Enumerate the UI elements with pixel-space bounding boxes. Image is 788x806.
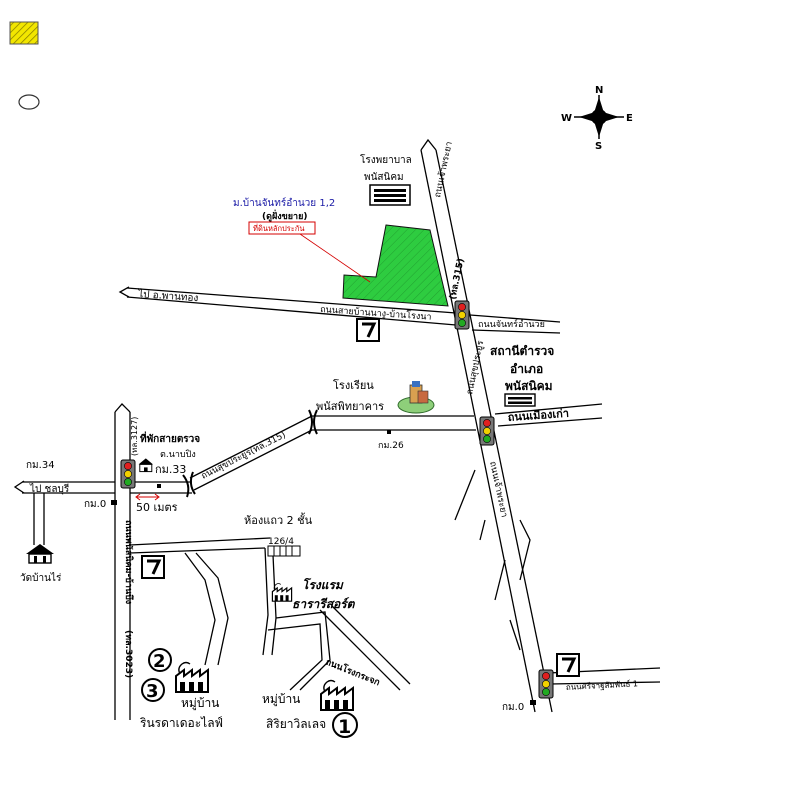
- arrow-top-315: [420, 138, 437, 151]
- village-plot-title: ม.บ้านจันทร์อำนวย 1,2: [233, 197, 335, 209]
- road-3023-label: (ทล.3023): [123, 630, 133, 678]
- house-number-label: 126/4: [268, 537, 294, 547]
- bridge-mark-left: [182, 471, 196, 498]
- compass-e: E: [626, 113, 633, 124]
- row-house-icon: [267, 545, 301, 557]
- hospital-label-2: พนัสนิคม: [364, 172, 404, 183]
- school-icon: [397, 381, 435, 414]
- road-3127-label: (ทล.3127): [130, 417, 139, 456]
- to-phan-thong-label: ไป อ.พานทอง: [137, 288, 199, 304]
- collateral-land-plot: [342, 224, 449, 307]
- collateral-tag: ที่ดินหลักประกัน: [253, 223, 305, 233]
- to-chonburi-label: ไป ชลบุรี: [29, 483, 70, 495]
- compass-n: N: [595, 85, 603, 96]
- village-right-label-1: หมู่บ้าน: [262, 692, 300, 707]
- km26-label: กม.26: [378, 441, 404, 451]
- km0-left-label: กม.0: [84, 499, 106, 510]
- road-chan-amnuay-label: ถนนจันทร์อำนวย: [478, 318, 545, 330]
- legend-hatch-swatch: [9, 21, 39, 45]
- road-srijarat-label: ถนนศรีจาฐสัมพันธ์ 1: [566, 678, 639, 692]
- police-station-icon: [504, 393, 536, 407]
- legend-circle-swatch: [18, 94, 40, 110]
- roads: [22, 149, 661, 720]
- road-old-city-label: ถนนเมืองเก่า: [507, 407, 569, 424]
- number-3-circle: [141, 678, 165, 702]
- village-right-icon: [320, 679, 354, 711]
- hotel-label-2: ธารารีสอร์ต: [292, 597, 356, 611]
- compass-s: S: [595, 141, 602, 152]
- fifty-m-label: 50 เมตร: [136, 501, 178, 514]
- km0-right-label: กม.0: [502, 702, 524, 713]
- road-315-label: (ทล.315): [448, 258, 466, 301]
- row-house-label: ห้องแถว 2 ชั้น: [244, 512, 313, 527]
- checkpoint-label-2: ต.นาบปิง: [160, 449, 196, 460]
- fifty-m-arrowheads: [135, 493, 160, 501]
- police-label-1: สถานีตำรวจ: [490, 344, 554, 358]
- checkpoint-icon: [138, 457, 154, 473]
- village-left-label-1: หมู่บ้าน: [181, 696, 219, 711]
- police-label-3: พนัสนิคม: [505, 379, 553, 393]
- traffic-light-top: [454, 300, 470, 330]
- arrow-top-3127: [114, 403, 131, 413]
- plot-pointer-line: [299, 233, 371, 283]
- temple-label: วัดบ้านไร่: [20, 572, 62, 584]
- road-sukprayoon-diag-label: ถนนสุขประยูร(ทล.315): [200, 430, 288, 481]
- number-2: 2: [153, 651, 166, 672]
- hotel-label-1: โรงแรม: [302, 577, 344, 592]
- seven-eleven-icon-left: [140, 554, 166, 580]
- km33-marker: [157, 484, 161, 488]
- village-left-label-2: รินรดาเดอะไลฟ์: [139, 716, 223, 730]
- village-right-label-2: สิริยาวิลเลจ: [266, 717, 326, 731]
- number-2-circle: [148, 648, 172, 672]
- number-3: 3: [146, 681, 159, 702]
- police-label-2: อำเภอ: [510, 362, 543, 376]
- hospital-label-1: โรงพยาบาล: [360, 153, 412, 166]
- km0-right-marker: [530, 700, 536, 705]
- temple-icon: [26, 544, 54, 564]
- compass-rose: N S E W: [561, 85, 633, 152]
- hotel-icon: [271, 582, 293, 602]
- number-1-circle: [332, 712, 358, 738]
- school-label-1: โรงเรียน: [333, 378, 374, 392]
- school-label-2: พนัสพิทยาคาร: [316, 400, 384, 413]
- village-plot-sub: (ดูฝั่งขยาย): [262, 209, 308, 222]
- compass-w: W: [561, 113, 572, 124]
- arrow-to-chonburi: [13, 480, 25, 494]
- village-left-icon: [175, 661, 209, 693]
- hospital-icon: [369, 184, 411, 206]
- collateral-tag-box: [248, 221, 316, 235]
- road-ban-bueng-label: ถนนพนัสนิคม-บ้านบึง: [123, 520, 134, 604]
- seven-eleven-icon-right: [555, 652, 581, 678]
- traffic-light-left: [120, 459, 136, 489]
- bridge-mark-middle: [308, 409, 318, 435]
- km26-marker: [387, 430, 391, 434]
- km33-label: กม.33: [155, 463, 186, 476]
- km34-label: กม.34: [26, 460, 55, 471]
- road-sukprayoon-label: ถนนสุขประยูร: [465, 340, 486, 396]
- number-1: 1: [338, 716, 351, 738]
- seven-eleven-icon-top: [355, 317, 381, 343]
- road-rong-krachak-label: ถนนโรงกระจก: [324, 656, 382, 689]
- checkpoint-label-1: ที่พักสายตรวจ: [140, 431, 200, 445]
- traffic-light-middle: [479, 416, 495, 446]
- km0-left-marker: [111, 500, 117, 505]
- traffic-light-bottom: [538, 669, 554, 699]
- arrow-to-phan-thong: [118, 286, 130, 298]
